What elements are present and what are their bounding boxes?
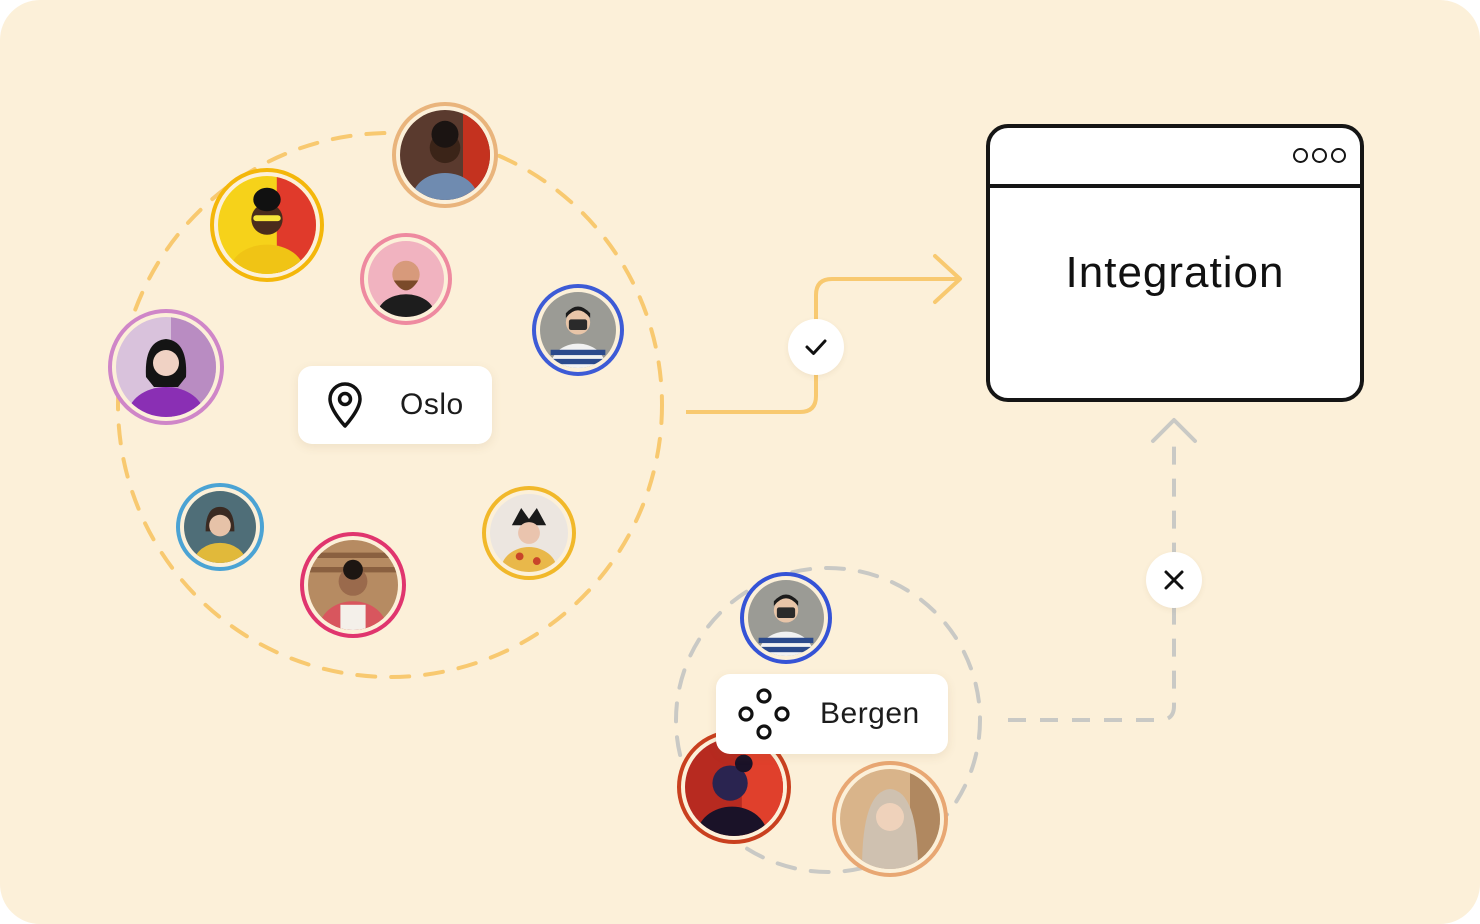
window-control-dot [1293,148,1308,163]
oslo-member-avatar [360,233,452,325]
bergen-member-avatar [740,572,832,664]
bergen-group-boundary [674,566,982,874]
window-controls-icon [1293,148,1346,163]
oslo-member-avatar [300,532,406,638]
map-pin-icon [328,382,362,428]
oslo-member-avatar [108,309,224,425]
bergen-connection-status-badge [1146,552,1202,608]
bergen-member-avatar [677,730,791,844]
oslo-member-avatar [482,486,576,580]
bergen-group-chip[interactable]: Bergen [716,674,948,754]
oslo-member-avatar [176,483,264,571]
oslo-group-chip[interactable]: Oslo [298,366,492,444]
oslo-connection-status-badge [788,319,844,375]
bergen-connector-line [1008,434,1176,722]
window-titlebar [990,128,1360,188]
network-nodes-icon [738,688,790,740]
oslo-member-avatar [392,102,498,208]
oslo-member-avatar [210,168,324,282]
oslo-member-avatar [532,284,624,376]
close-icon [1164,570,1184,590]
oslo-group-boundary [116,131,664,679]
integration-window[interactable]: Integration [986,124,1364,402]
window-control-dot [1331,148,1346,163]
integration-title: Integration [1065,248,1285,297]
bergen-connector-arrowhead [1151,418,1197,443]
oslo-connector-arrowhead [933,254,962,304]
oslo-group-label: Oslo [400,388,464,421]
bergen-group-label: Bergen [820,697,920,730]
check-icon [805,339,827,355]
bergen-member-avatar [832,761,948,877]
window-control-dot [1312,148,1327,163]
